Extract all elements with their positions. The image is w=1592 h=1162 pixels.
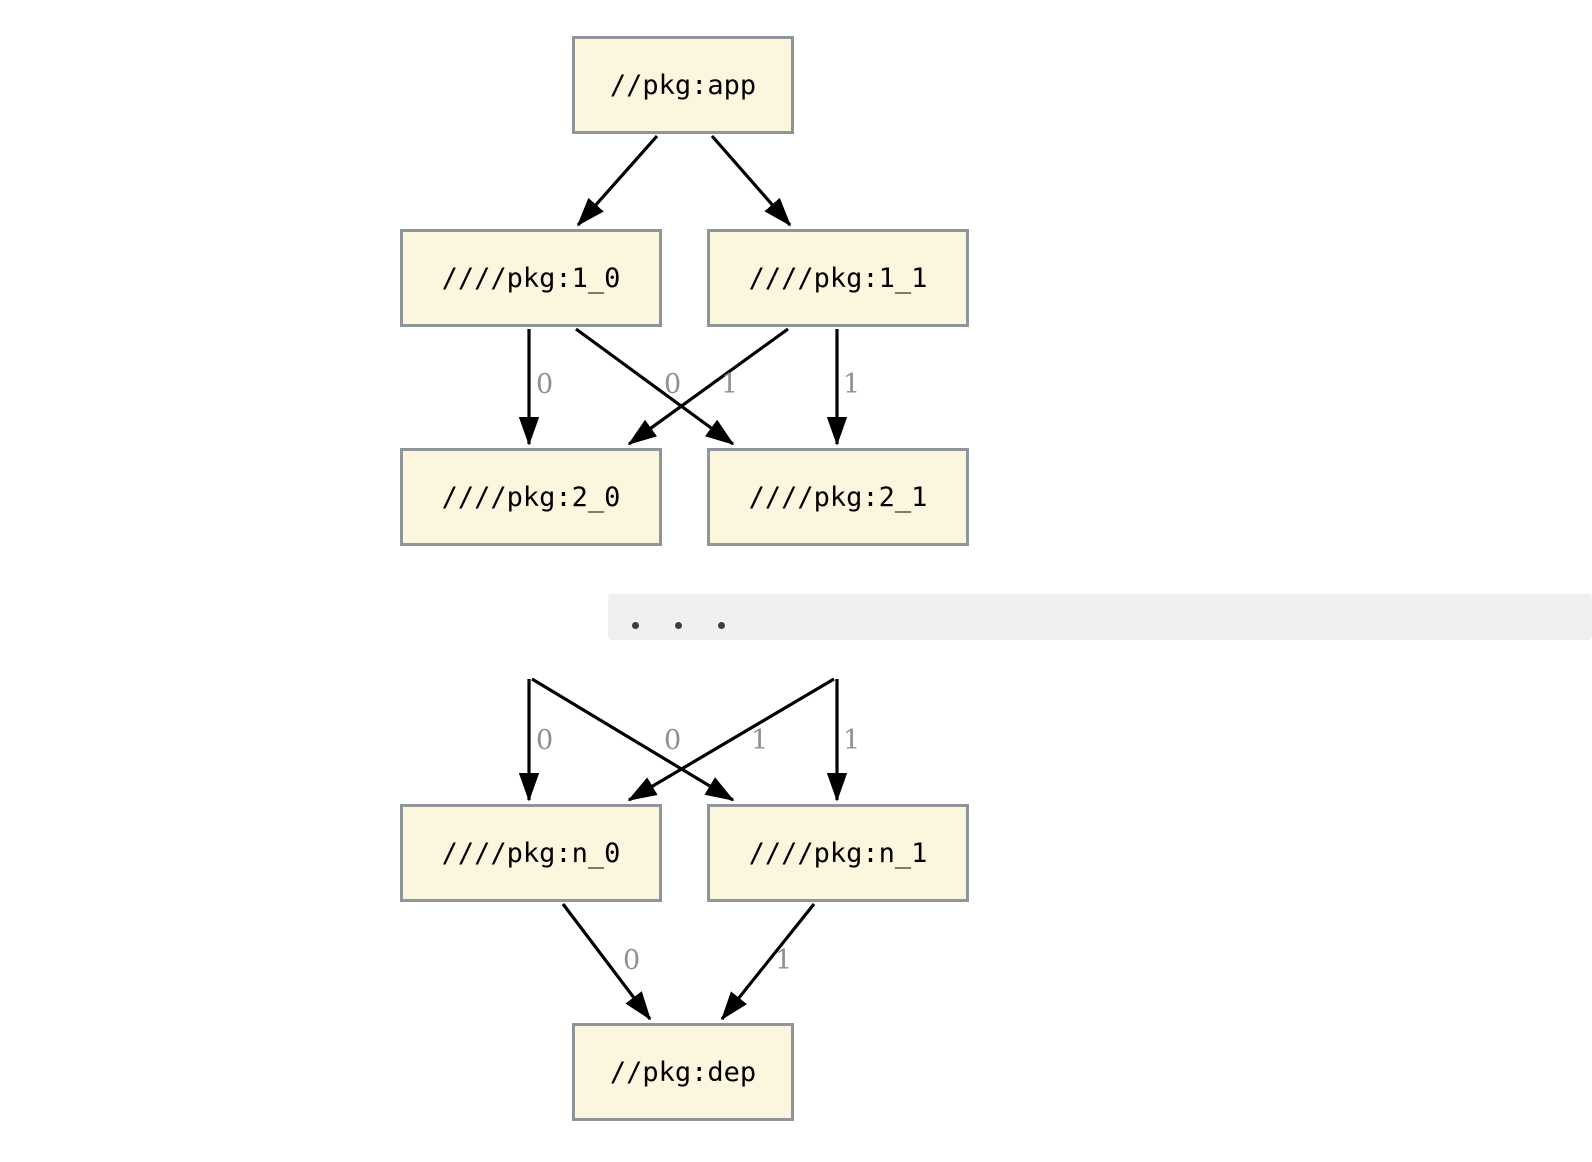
graph-edge [627,677,835,802]
edge-label: 1 [843,369,861,400]
graph-node-dep[interactable]: //pkg:dep [572,1023,794,1121]
graph-edge [576,134,659,227]
graph-edge [627,327,789,446]
graph-node-label: ////pkg:n_0 [441,837,621,869]
graph-node-label: ////pkg:n_1 [748,837,928,869]
graph-edge [531,677,735,802]
edge-label: 1 [721,369,739,400]
edge-label: 0 [536,369,554,400]
graph-edge [710,134,792,227]
edge-label: 0 [664,369,682,400]
graph-node-label: //pkg:app [609,69,757,101]
collapsed-section-ellipsis[interactable] [608,594,1592,640]
graph-node-n1_1[interactable]: ////pkg:1_1 [707,229,969,327]
edge-label: 1 [843,725,861,756]
graph-node-label: ////pkg:1_0 [441,262,621,294]
ellipsis-dot [675,622,682,629]
graph-node-label: ////pkg:2_0 [441,481,621,513]
graph-node-n2_1[interactable]: ////pkg:2_1 [707,448,969,546]
graph-edge [561,903,652,1021]
ellipsis-dot [632,622,639,629]
graph-node-label: ////pkg:2_1 [748,481,928,513]
ellipsis-dot [718,622,725,629]
graph-node-nn_0[interactable]: ////pkg:n_0 [400,804,662,902]
graph-node-n2_0[interactable]: ////pkg:2_0 [400,448,662,546]
edge-label: 0 [664,725,682,756]
edge-label: 1 [775,945,793,976]
graph-node-label: //pkg:dep [609,1056,757,1088]
graph-edge [720,903,816,1021]
edge-label: 0 [536,725,554,756]
graph-node-app[interactable]: //pkg:app [572,36,794,134]
edge-label: 1 [751,725,769,756]
graph-edge [575,327,735,446]
graph-node-nn_1[interactable]: ////pkg:n_1 [707,804,969,902]
edge-label: 0 [623,945,641,976]
graph-node-n1_0[interactable]: ////pkg:1_0 [400,229,662,327]
graph-node-label: ////pkg:1_1 [748,262,928,294]
